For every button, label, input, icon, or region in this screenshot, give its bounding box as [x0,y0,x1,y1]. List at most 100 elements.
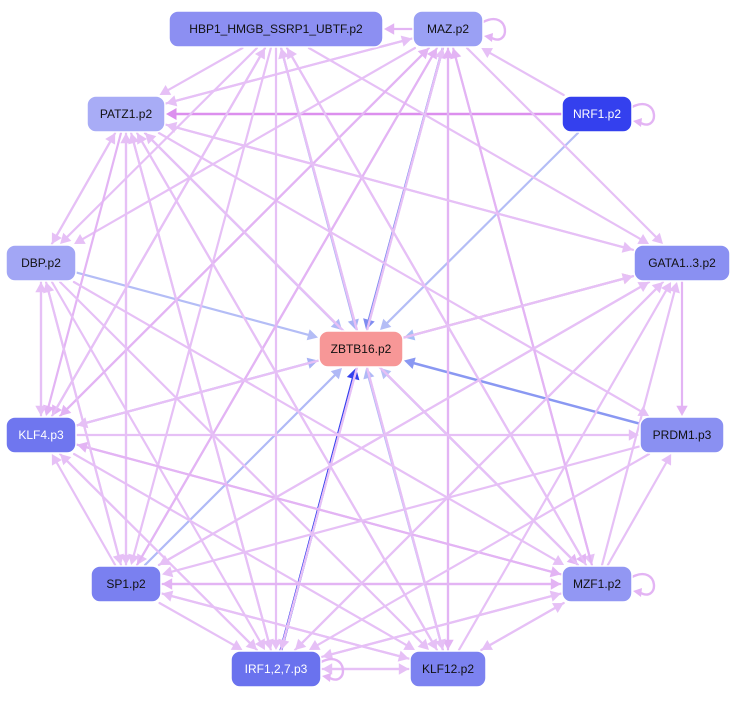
edge-arrowhead [254,48,266,60]
edge-dbp-to-mzf1 [72,280,565,565]
edge-klf4-to-hbp1 [50,48,266,418]
edge-klf12-to-patz1 [137,133,439,652]
node-zbtb16[interactable]: ZBTB16.p2 [318,330,404,368]
edge-line [167,46,244,92]
edge-line [72,452,408,647]
node-label: GATA1..3.p2 [648,256,716,270]
edge-maz-to-gata [465,46,663,244]
node-box [561,565,633,603]
node-box [5,416,77,454]
edge-nrf1-to-zbtb16 [380,131,580,330]
node-label: IRF1,2,7.p3 [245,662,308,676]
self-loop-arrowhead [484,33,493,42]
node-box [168,10,384,48]
edge-line [489,601,565,647]
edge-arrowhead [676,405,688,416]
edge-arrowhead [481,48,493,59]
edge-dbp-to-irf [50,280,266,650]
edge-arrowhead [308,639,321,650]
edge-mzf1-to-gata [600,282,680,567]
edge-arrowhead [77,441,89,453]
edge-arrowhead [51,454,62,466]
edge-arrowhead [166,108,177,120]
node-maz[interactable]: MAZ.p2 [412,10,484,48]
self-loop-nrf1 [631,103,656,126]
node-prdm1[interactable]: PRDM1.p3 [639,416,725,454]
edge-line [44,280,120,557]
edge-arrowhead [159,85,172,95]
edge-line [85,446,563,576]
edge-irf-to-klf4 [60,454,259,652]
node-sp1[interactable]: SP1.p2 [90,565,162,603]
edge-line [465,46,657,238]
node-mzf1[interactable]: MZF1.p2 [561,565,633,603]
edge-line [174,126,635,251]
node-irf[interactable]: IRF1,2,7.p3 [230,650,322,688]
edge-mzf1-to-sp1 [162,578,563,590]
edge-arrowhead [162,590,174,602]
edge-arrowhead [628,429,639,441]
edge-klf4-to-prdm1 [75,429,639,441]
node-hbp1[interactable]: HBP1_HMGB_SSRP1_UBTF.p2 [168,10,384,48]
edge-prdm1-to-sp1 [162,445,641,578]
edge-hbp1-to-patz1 [159,46,244,95]
edge-gata-to-patz1 [166,121,635,251]
edge-mzf1-to-klf4 [77,441,563,576]
node-dbp[interactable]: DBP.p2 [5,244,77,282]
edge-dbp-to-klf4 [35,280,47,416]
edge-arrowhead [380,318,392,330]
node-box [412,10,484,48]
node-box [86,95,166,133]
edge-arrowhead [417,638,429,650]
edge-arrowhead [637,233,650,244]
edge-arrowhead [651,232,663,244]
node-klf12[interactable]: KLF12.p2 [409,650,487,688]
edge-arrowhead [230,640,243,650]
edge-arrowhead [43,404,55,416]
edge-arrowhead [286,48,298,60]
edge-klf4-to-maz [58,48,429,418]
edge-arrowhead [162,578,173,590]
edge-line [81,46,417,241]
edge-arrowhead [145,133,157,145]
edge-mzf1-to-irf [322,592,563,660]
edge-arrowhead [128,133,140,145]
edge-arrowhead [661,282,672,294]
node-label: ZBTB16.p2 [331,342,392,356]
edges-layer [35,18,688,682]
node-gata[interactable]: GATA1..3.p2 [633,244,731,282]
edge-hbp1-to-sp1 [128,46,272,565]
edge-arrowhead [158,554,171,565]
edge-arrowhead [434,48,446,60]
edge-line [72,280,557,562]
edge-arrowhead [295,638,307,650]
edge-line [164,40,404,105]
node-klf4[interactable]: KLF4.p3 [5,416,77,454]
edge-sp1-to-zbtb16 [143,368,342,567]
node-nrf1[interactable]: NRF1.p2 [561,95,633,133]
edge-line [141,140,439,652]
edge-dbp-to-zbtb16 [75,271,318,341]
edge-line [606,461,668,567]
edge-irf-to-patz1 [128,133,272,652]
edge-prdm1-to-zbtb16 [404,357,641,425]
edge-arrowhead [481,639,493,650]
edge-arrowhead [442,48,454,59]
edge-line [132,141,272,652]
edge-arrowhead [384,23,395,35]
edge-arrowhead [166,121,178,133]
edge-arrowhead [404,357,416,370]
edge-line [132,46,272,557]
node-box [409,650,487,688]
self-loop-arrowhead [322,673,331,682]
edge-line [58,54,423,418]
edge-line [454,56,593,567]
node-patz1[interactable]: PATZ1.p2 [86,95,166,133]
edge-maz-to-hbp1 [384,23,414,35]
edge-line [290,55,588,567]
edge-line [66,46,259,238]
node-box [639,416,725,454]
edge-line [157,131,642,413]
edge-arrowhead [137,133,148,145]
